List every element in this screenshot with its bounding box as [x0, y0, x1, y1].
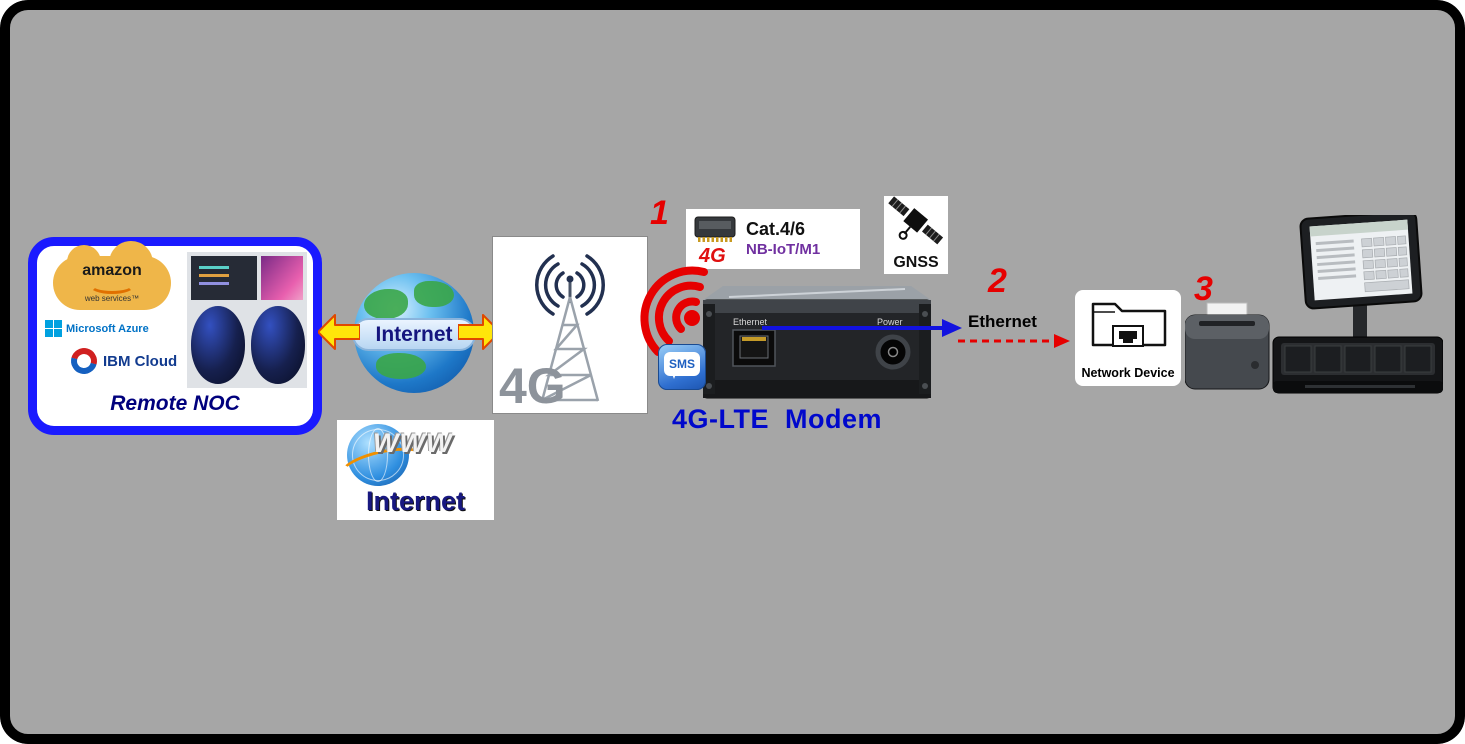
arrow-to-tower-icon	[458, 314, 500, 350]
step-2-marker: 2	[988, 262, 1007, 300]
azure-logo-text: Microsoft Azure	[66, 322, 149, 335]
cloud-logos-panel: amazon web services™ Microsoft Azure IBM…	[43, 241, 181, 388]
pos-terminal-photo	[1185, 215, 1443, 394]
sms-icon: SMS	[658, 344, 706, 390]
step-3-marker: 3	[1194, 270, 1213, 308]
azure-squares-icon	[45, 320, 62, 337]
www-internet-badge: WWW Internet	[336, 420, 494, 520]
sim-module-icon: 4G	[694, 216, 736, 266]
ibm-swirl-icon	[66, 343, 102, 379]
www-text: WWW	[373, 428, 453, 458]
dashed-arrow-icon	[958, 334, 1070, 348]
aws-logo-text: amazon	[82, 262, 142, 279]
www-internet-label: Internet	[365, 486, 465, 516]
4g-tower-box: 4G	[492, 236, 648, 414]
arrow-to-noc-icon	[318, 314, 360, 350]
modem-power-label: Power	[877, 317, 903, 327]
4g-module-box: 4G Cat.4/6 NB-IoT/M1	[686, 209, 860, 269]
aws-logo-subtext: web services™	[84, 294, 140, 303]
globe-land-art	[376, 353, 426, 379]
server-pod-art	[191, 306, 245, 384]
globe-land-art	[364, 289, 408, 319]
ibm-cloud-text: Cloud	[134, 352, 178, 370]
tower-4g-label: 4G	[499, 358, 566, 413]
modem-ethernet-port-label: Ethernet	[733, 317, 768, 327]
globe-land-art	[414, 281, 454, 307]
dashboard-screen-art	[191, 256, 257, 300]
satellite-icon	[888, 196, 944, 245]
gnss-box: GNSS	[884, 196, 948, 274]
gnss-label: GNSS	[893, 254, 939, 271]
ibm-logo-text: IBM	[103, 352, 131, 370]
remote-noc-label: Remote NOC	[110, 392, 240, 415]
module-nbiot-label: NB-IoT/M1	[746, 240, 821, 258]
module-cat-label: Cat.4/6	[746, 219, 806, 240]
ibm-cloud-logo: IBM Cloud	[66, 343, 178, 379]
4g-lte-modem-photo: Ethernet Power	[703, 286, 931, 399]
radio-waves-icon	[640, 266, 708, 356]
www-globe-icon	[347, 424, 409, 486]
network-device-box: Network Device	[1075, 290, 1181, 386]
cell-tower-icon: 4G	[499, 254, 605, 413]
ethernet-link-label: Ethernet	[968, 312, 1037, 331]
server-pod-art	[251, 306, 305, 384]
remote-noc-box: amazon web services™ Microsoft Azure IBM…	[28, 237, 322, 435]
step-1-marker: 1	[650, 194, 669, 232]
dashboard-chart-art	[261, 256, 303, 300]
network-device-label: Network Device	[1081, 366, 1175, 380]
modem-caption: 4G-LTE Modem	[672, 404, 883, 434]
internet-globe-label: Internet	[352, 318, 476, 351]
aws-logo: amazon web services™	[53, 241, 171, 310]
module-4g-label: 4G	[698, 245, 726, 266]
sms-bubble-label: SMS	[664, 352, 700, 379]
aws-smile-icon	[89, 276, 135, 294]
noc-dashboard-art	[187, 252, 307, 388]
azure-logo: Microsoft Azure	[45, 320, 149, 337]
internet-globe: Internet	[352, 273, 476, 393]
network-folder-icon	[1091, 302, 1167, 347]
ethernet-arrow-icon	[762, 319, 962, 337]
